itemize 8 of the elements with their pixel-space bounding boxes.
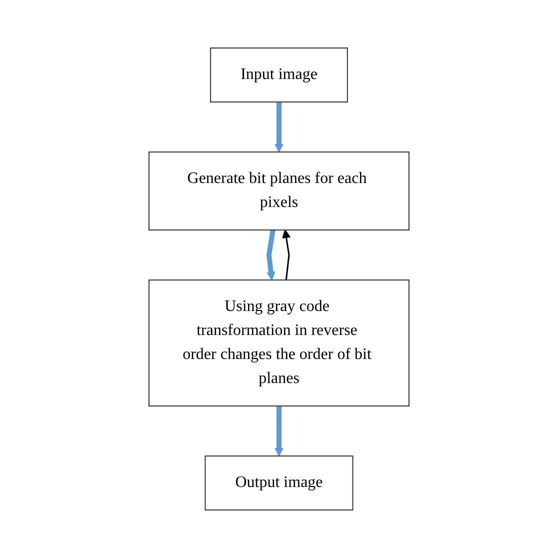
arrow	[274, 102, 283, 152]
arrow	[274, 406, 283, 456]
node-box: Output image	[204, 456, 353, 510]
arrow	[266, 230, 275, 280]
node-box: Using gray code transformation in reverse order changes the order of bit planes	[148, 280, 409, 406]
node-box: Input image	[210, 48, 348, 102]
arrow	[281, 230, 290, 280]
node-box: Generate bit planes for each pixels	[148, 152, 409, 230]
